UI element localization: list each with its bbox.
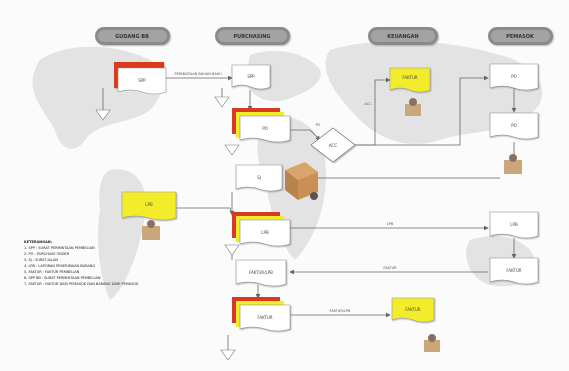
doc-pemasok-faktur: FAKTUR	[489, 257, 539, 285]
legend-item: 3. SJ : SURAT JALAN	[24, 258, 58, 262]
person-icon-keuangan-bottom	[424, 334, 440, 352]
lane-header-gudang: GUDANG BB	[95, 27, 170, 45]
doc-sj-center: SJ	[235, 164, 283, 192]
doc-stack-spp-gudang: SPP	[114, 62, 167, 95]
doc-lpb-left: LPB	[121, 191, 177, 221]
edge-label-1: PERMINTAAN BAHAN BAKU	[174, 72, 221, 76]
truck-icon	[285, 162, 318, 200]
doc-spp-purchasing-label: SPP	[247, 74, 255, 79]
doc-mid-label: FAKTUR/LPB	[249, 270, 273, 275]
doc-stack-faktur: FAKTUR	[232, 297, 291, 332]
archive-markers	[95, 96, 240, 361]
legend-item: 4. LPB : LAPORAN PENERIMAAN BARANG	[24, 264, 95, 268]
lane-header-keuangan: KEUANGAN	[368, 27, 438, 45]
box-icon-left	[142, 220, 160, 240]
edge-label-3: PO	[316, 123, 321, 127]
edge-label-2: ACC	[364, 102, 372, 106]
archive-marker-1	[95, 109, 111, 121]
doc-keuangan-bottom: FAKTUR	[391, 297, 435, 323]
legend-item: 6. SPP BB : SURAT PERMINTAAN PEMBELIAN	[24, 276, 101, 280]
person-icon-keuangan	[405, 98, 421, 116]
doc-keuangan-bottom-label: FAKTUR	[405, 307, 420, 312]
legend-item: 1. SPP : SURAT PERMINTAAN PEMBELIAN	[24, 246, 95, 250]
doc-pemasok-po-1: PO	[489, 63, 539, 91]
doc-stack-lpb: LPB	[232, 212, 291, 247]
legend: KETERANGAN: 1. SPP : SURAT PERMINTAAN PE…	[24, 240, 139, 286]
doc-mid-faktur-lpb: FAKTUR/LPB	[235, 259, 287, 287]
edge-label-4: LPB	[387, 222, 394, 226]
legend-item: 7. FAKTUR : FAKTUR DARI PEMASOK DAN BARA…	[24, 282, 139, 286]
doc-pemasok-po1-label: PO	[511, 74, 517, 79]
legend-item: 5. FAKTUR : FAKTUR PEMBELIAN	[24, 270, 80, 274]
decision-label: ACC	[329, 143, 337, 148]
edge-label-5: FAKTUR	[383, 266, 397, 270]
doc-lpb-stack-label: LPB	[261, 230, 269, 235]
lane-pemasok-label: PEMASOK	[506, 34, 535, 40]
doc-pemasok-po2-label: PO	[511, 123, 517, 128]
lane-purchasing-label: PURCHASING	[233, 34, 270, 40]
doc-stack-po: PO	[232, 108, 291, 143]
archive-marker-2	[214, 96, 230, 108]
lane-header-pemasok: PEMASOK	[488, 27, 553, 45]
box-icon-pemasok	[504, 154, 522, 174]
doc-keuangan-faktur: FAKTUR	[389, 67, 431, 93]
doc-pemasok-lpb-label: LPB	[510, 222, 518, 227]
decision-diamond: ACC	[310, 127, 356, 163]
lane-gudang-label: GUDANG BB	[115, 34, 149, 40]
doc-faktur-stack-label: FAKTUR	[257, 315, 272, 320]
lane-header-purchasing: PURCHASING	[215, 27, 290, 45]
doc-spp-gudang-label: SPP	[138, 78, 146, 83]
connector-lines	[102, 75, 517, 350]
doc-keuangan-faktur-label: FAKTUR	[402, 75, 417, 80]
archive-marker-4	[224, 244, 240, 256]
doc-po-label: PO	[262, 126, 268, 131]
legend-item: 2. PO : PURCHASE ORDER	[24, 252, 70, 256]
doc-spp-purchasing: SPP	[231, 64, 271, 90]
legend-title: KETERANGAN:	[24, 240, 53, 244]
doc-pemasok-faktur-label: FAKTUR	[506, 268, 521, 273]
doc-pemasok-po-2: PO	[489, 112, 539, 140]
doc-sj-label: SJ	[257, 175, 261, 180]
archive-marker-5	[220, 349, 236, 361]
doc-lpb-left-label: LPB	[145, 202, 153, 207]
doc-pemasok-lpb: LPB	[489, 211, 539, 239]
edge-label-6: FAKTUR/LPB	[330, 309, 351, 313]
lane-keuangan-label: KEUANGAN	[387, 34, 418, 40]
archive-marker-3	[224, 144, 240, 156]
